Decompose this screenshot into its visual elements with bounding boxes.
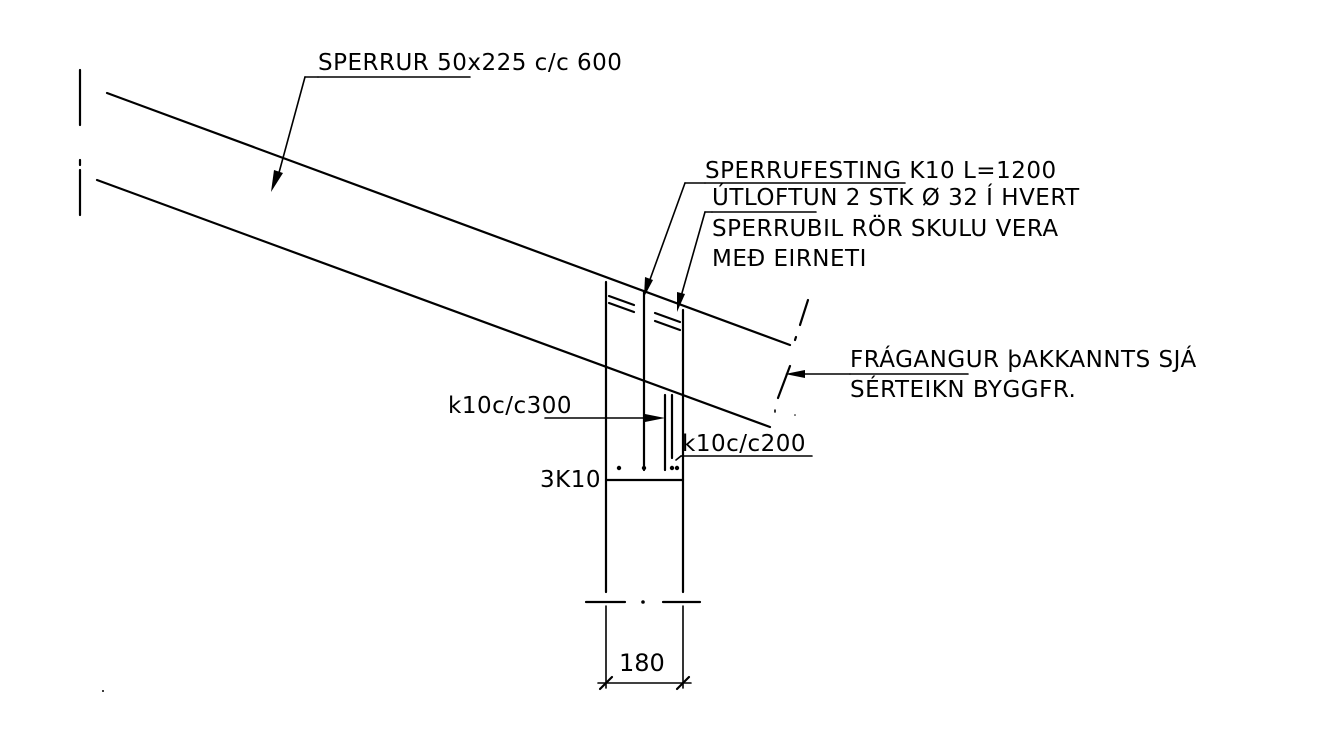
- ventilation-leader-arrowhead: [677, 292, 685, 312]
- eave-end-break-line: [774, 298, 810, 413]
- eaves-leader-arrowhead: [785, 370, 805, 378]
- ventilation-label-line-3: MEÐ EIRNETI: [712, 246, 867, 272]
- rebar: [616, 290, 680, 472]
- rebar-c200-label: k10c/c200: [682, 431, 806, 457]
- eaves-label-line-1: FRÁGANGUR þAKKANNTS SJÁ: [850, 345, 1197, 373]
- rebar-c300-label-group: k10c/c300: [448, 393, 665, 422]
- wall-width-dimension: 180: [597, 605, 692, 691]
- rafter-bottom-edge: [95, 178, 772, 429]
- rebar-c300-label: k10c/c300: [448, 393, 572, 419]
- ventilation-label-group: ÚTLOFTUN 2 STK Ø 32 Í HVERT SPERRUBIL RÖ…: [677, 183, 1080, 312]
- rafter-fixing-label-group: SPERRUFESTING K10 L=1200: [644, 158, 1057, 297]
- concrete-wall: [584, 280, 702, 604]
- ventilation-label-line-1: ÚTLOFTUN 2 STK Ø 32 Í HVERT: [712, 183, 1080, 211]
- bars-3k10-label: 3K10: [540, 467, 601, 493]
- fixing-marks: [607, 294, 682, 332]
- rebar-c300-leader-arrowhead: [645, 414, 665, 422]
- rafter-label-group: SPERRUR 50x225 c/c 600: [271, 50, 622, 192]
- ventilation-label-line-2: SPERRUBIL RÖR SKULU VERA: [712, 214, 1059, 242]
- rafter-leader-arrowhead: [271, 170, 283, 192]
- eaves-label-line-2: SÉRTEIKN BYGGFR.: [850, 375, 1076, 403]
- rafter-top-edge: [105, 91, 792, 347]
- rafter: [95, 91, 792, 429]
- eaves-label-group: FRÁGANGUR þAKKANNTS SJÁ SÉRTEIKN BYGGFR.: [785, 345, 1197, 403]
- rafter-label: SPERRUR 50x225 c/c 600: [318, 50, 622, 76]
- wall-width-label: 180: [619, 649, 665, 677]
- rebar-c200-label-group: k10c/c200: [675, 431, 813, 461]
- rafter-fixing-label: SPERRUFESTING K10 L=1200: [705, 158, 1057, 184]
- rafter-fixing-leader-arrowhead: [644, 277, 653, 297]
